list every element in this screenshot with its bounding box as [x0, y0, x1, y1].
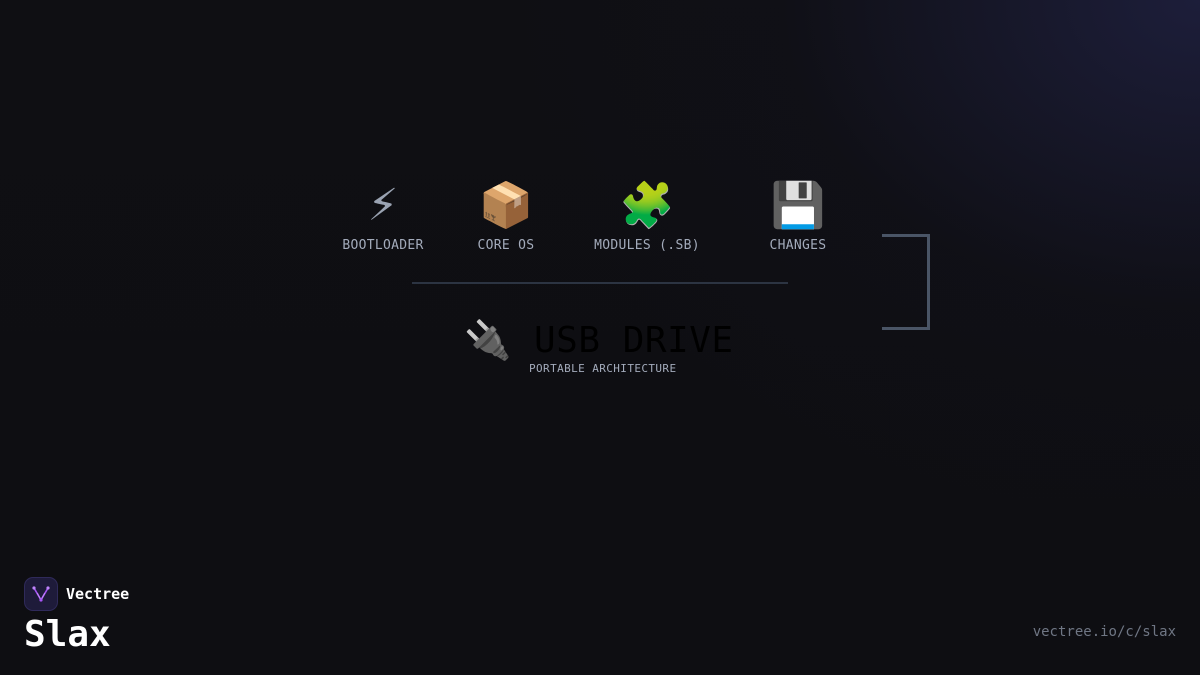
- company-name: Vectree: [66, 585, 130, 603]
- component-core-os: 📦 CORE OS: [431, 178, 581, 253]
- puzzle-piece-icon: 🧩: [619, 180, 675, 231]
- usb-drive-title: USB DRIVE: [534, 320, 734, 361]
- layer-divider: [412, 282, 788, 284]
- usb-drive-subtitle: PORTABLE ARCHITECTURE: [529, 362, 677, 375]
- component-label: MODULES (.SB): [594, 238, 700, 253]
- brand-block: Vectree Slax: [24, 577, 129, 655]
- changes-bracket-connector: [882, 234, 930, 330]
- vectree-logo-icon: [24, 577, 58, 611]
- lightning-icon: ⚡: [367, 180, 399, 231]
- component-label: CORE OS: [477, 238, 535, 253]
- floppy-disk-icon: 💾: [770, 180, 826, 231]
- electric-plug-icon: 🔌: [464, 318, 512, 362]
- package-icon: 📦: [478, 180, 534, 231]
- component-label: CHANGES: [769, 238, 827, 253]
- component-label: BOOTLOADER: [342, 238, 424, 253]
- component-bootloader: ⚡ BOOTLOADER: [308, 178, 458, 253]
- footer-url: vectree.io/c/slax: [1032, 624, 1176, 640]
- component-changes: 💾 CHANGES: [723, 178, 873, 253]
- product-title: Slax: [24, 614, 111, 655]
- component-modules: 🧩 MODULES (.SB): [572, 178, 722, 253]
